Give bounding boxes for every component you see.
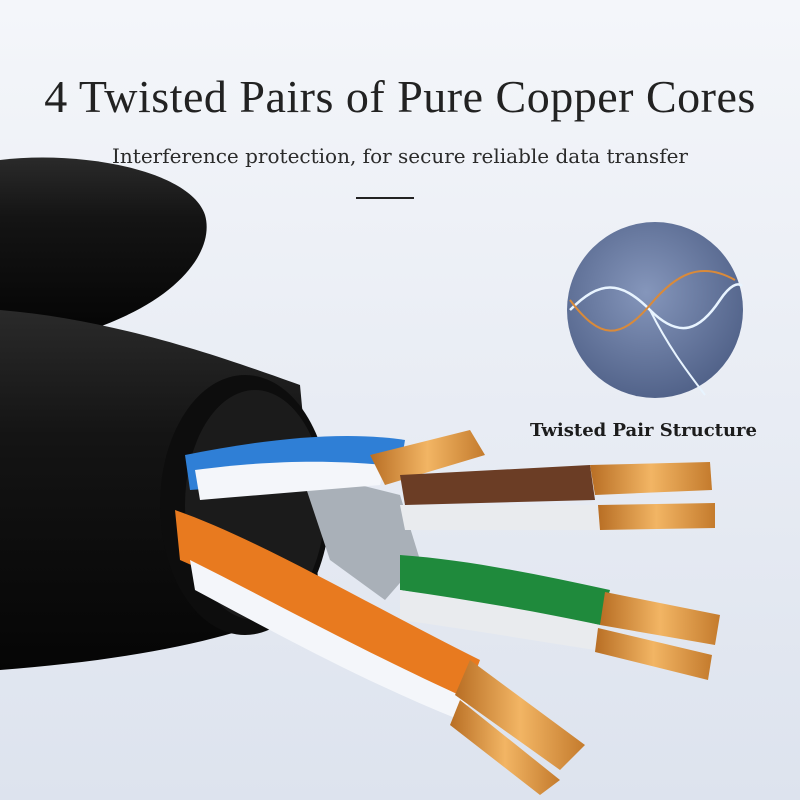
cable-loop xyxy=(0,157,207,330)
subheadline: Interference protection, for secure reli… xyxy=(112,144,688,168)
twisted-pair-inset-icon xyxy=(567,222,743,398)
green-white-wire xyxy=(400,590,600,650)
green-white-copper-core xyxy=(595,628,712,680)
orange-white-wire xyxy=(190,560,470,720)
blue-white-wire xyxy=(195,461,385,500)
headline: 4 Twisted Pairs of Pure Copper Cores xyxy=(44,71,756,122)
green-copper-core xyxy=(600,592,720,645)
inset-wire-light xyxy=(569,283,743,330)
inset-caption: Twisted Pair Structure xyxy=(530,420,757,441)
green-wire xyxy=(400,555,610,625)
orange-white-copper-core xyxy=(450,700,560,795)
orange-copper-core xyxy=(455,660,585,770)
divider xyxy=(356,197,414,199)
brown-white-copper-core xyxy=(598,503,715,530)
inset-circle xyxy=(567,222,743,398)
inset-wire-copper xyxy=(569,270,736,332)
brown-wire xyxy=(400,465,595,505)
brown-white-wire xyxy=(400,505,600,530)
inset-wire-tail xyxy=(649,309,706,396)
brown-copper-core xyxy=(590,462,712,495)
blue-copper-core xyxy=(370,430,485,485)
orange-wire xyxy=(175,510,480,700)
cross-separator xyxy=(300,470,420,600)
